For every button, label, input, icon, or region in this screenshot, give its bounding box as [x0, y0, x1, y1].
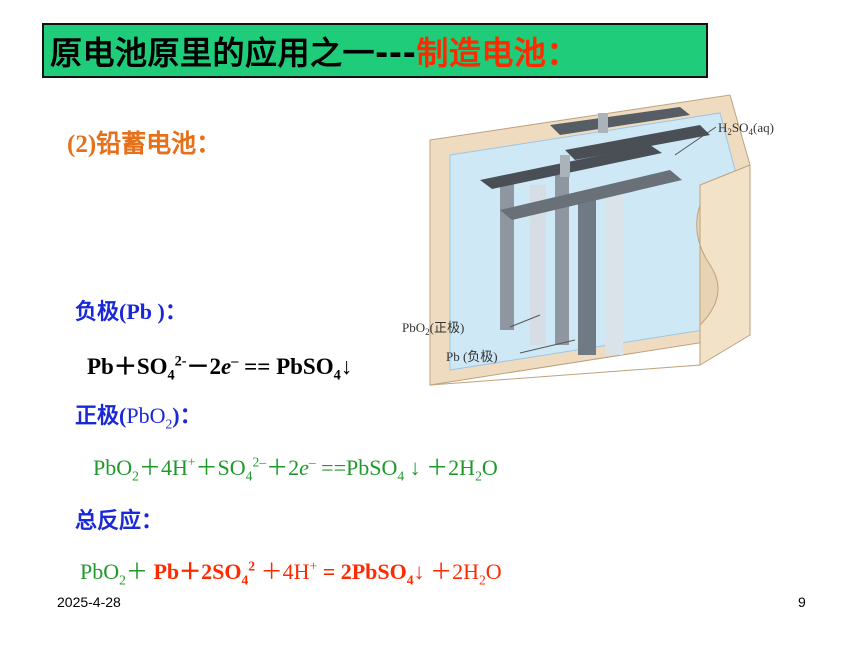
label-negative-plate: Pb (负极) — [446, 349, 498, 364]
busbar-3 — [550, 107, 690, 135]
lead-acid-battery-diagram: H2SO4(aq) PbO2(正极) Pb (负极) — [402, 94, 774, 386]
title-accent: 制造电池 — [416, 34, 547, 72]
label-positive-plate: PbO2(正极) — [402, 320, 464, 337]
positive-equation: PbO2＋4H+＋SO42–＋2e– ==PbSO4 ↓ ＋2H2O — [93, 454, 498, 484]
terminal-2 — [560, 155, 570, 177]
busbar-1 — [480, 145, 662, 189]
subtitle: (2)铅蓄电池： — [67, 131, 222, 158]
footer-date: 2025-4-28 — [57, 594, 121, 610]
slide-title: 原电池原里的应用之一---制造电池： — [50, 28, 579, 74]
positive-heading: 正极(PbO2)： — [75, 403, 202, 432]
terminal-1 — [598, 113, 608, 133]
busbar-4 — [565, 125, 710, 160]
total-heading: 总反应： — [75, 508, 164, 533]
total-equation: PbO2＋ Pb＋2SO42 ＋4H+ = 2PbSO4↓ ＋2H2O — [80, 558, 502, 588]
page-number: 9 — [798, 594, 806, 610]
title-main: 原电池原里的应用之一--- — [50, 34, 417, 72]
busbar-2 — [500, 170, 682, 220]
case-front-cut — [429, 204, 719, 386]
negative-equation: Pb＋SO42-－2e– == PbSO4↓ — [87, 353, 353, 384]
label-electrolyte: H2SO4(aq) — [718, 120, 774, 137]
negative-heading: 负极(Pb )： — [75, 299, 187, 324]
plates — [500, 175, 623, 355]
title-banner — [42, 23, 708, 78]
title-colon: ： — [546, 34, 579, 72]
